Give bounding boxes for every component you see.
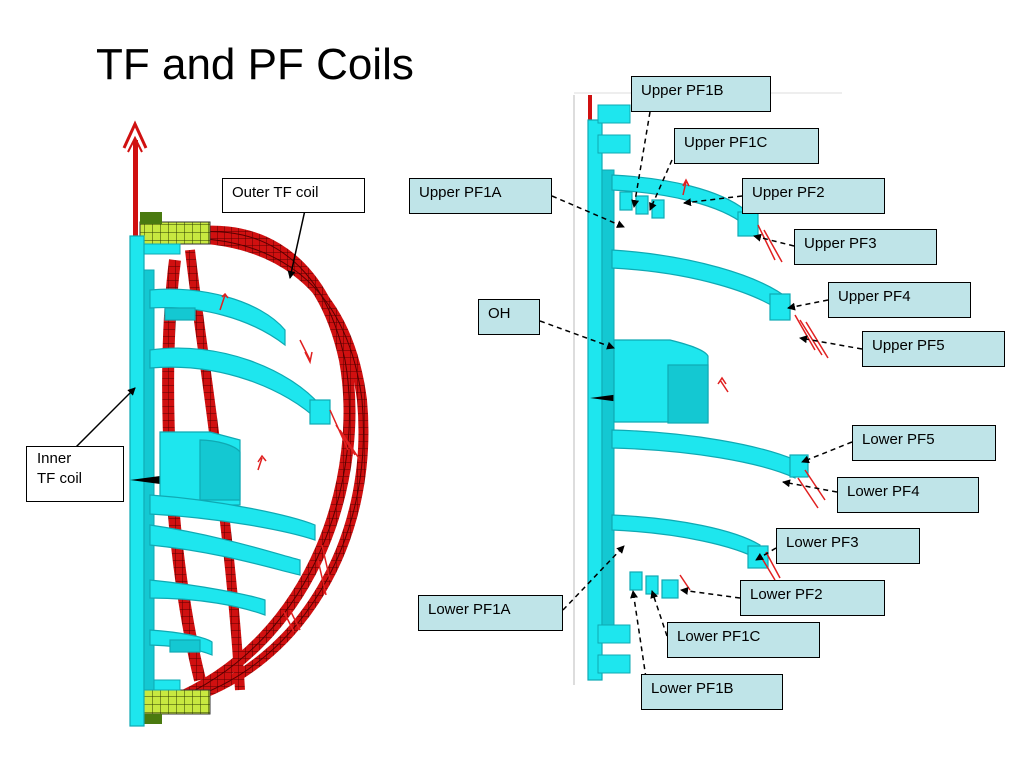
right-model: X: [573, 92, 842, 685]
left-force-arrows: [219, 292, 361, 633]
label-upper-pf5: Upper PF5: [862, 331, 1005, 367]
top-mesh-block: [139, 212, 211, 255]
label-upper-pf1c: Upper PF1C: [674, 128, 819, 164]
label-upper-pf1b: Upper PF1B: [631, 76, 771, 112]
label-upper-pf3: Upper PF3: [794, 229, 937, 265]
label-outer-tf-coil: Outer TF coil: [222, 178, 365, 213]
label-upper-pf2: Upper PF2: [742, 178, 885, 214]
label-lower-pf1a: Lower PF1A: [418, 595, 563, 631]
label-lower-pf4: Lower PF4: [837, 477, 979, 513]
label-inner-tf-coil: Inner TF coil: [26, 446, 124, 502]
label-lower-pf2: Lower PF2: [740, 580, 885, 616]
label-lower-pf1c: Lower PF1C: [667, 622, 820, 658]
right-pf-rings: [611, 174, 809, 599]
label-upper-pf1a: Upper PF1A: [409, 178, 552, 214]
left-model: X: [122, 120, 369, 727]
label-oh: OH: [478, 299, 540, 335]
left-pf-rings: [149, 288, 331, 656]
label-lower-pf1b: Lower PF1B: [641, 674, 783, 710]
right-leaders: [539, 111, 863, 679]
left-leaders: [74, 209, 306, 449]
label-upper-pf4: Upper PF4: [828, 282, 971, 318]
bottom-mesh-block: [139, 679, 211, 724]
right-center-column: X: [587, 104, 631, 681]
slide-title: TF and PF Coils: [96, 40, 414, 89]
right-force-arrows: [679, 178, 829, 591]
label-lower-pf5: Lower PF5: [852, 425, 996, 461]
label-lower-pf3: Lower PF3: [776, 528, 920, 564]
axis-arrow: [122, 120, 148, 240]
inner-tf-column: X: [129, 235, 174, 727]
